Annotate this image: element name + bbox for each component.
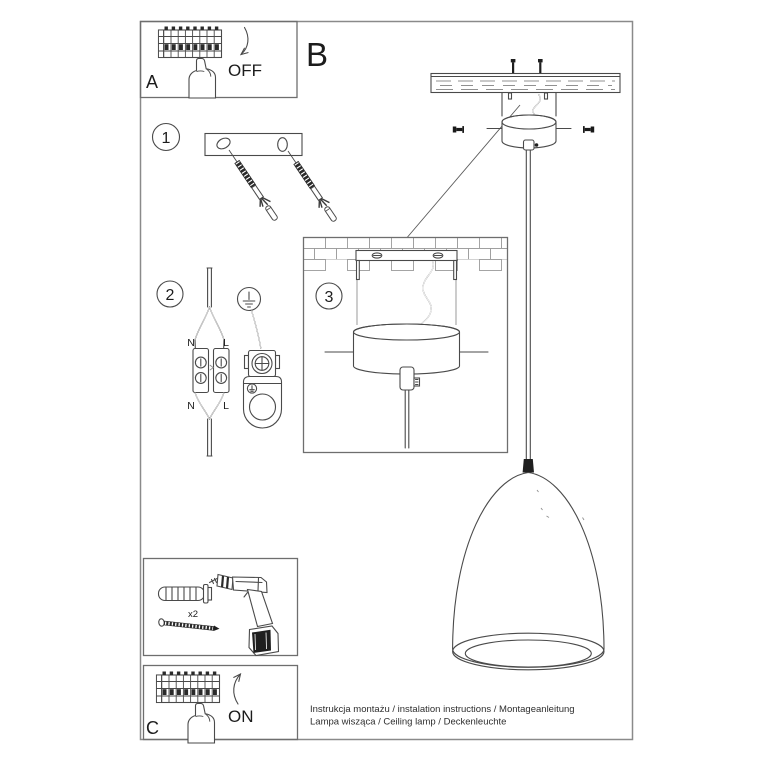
wire-label-l-top: L (223, 337, 229, 349)
footer-line-2: Lampa wisząca / Ceiling lamp / Deckenleu… (310, 717, 506, 728)
ceiling-bracket (355, 249, 458, 281)
canopy-bracket (501, 92, 557, 117)
panel-c-label: C (146, 718, 159, 738)
circuit-breaker-icon (157, 672, 220, 703)
cord-cap (522, 459, 534, 473)
step-3-border (302, 236, 509, 454)
section-b-label: B (306, 36, 328, 73)
panel-a-border (139, 20, 298, 99)
screw-anchor-left-icon (224, 147, 281, 223)
terminal-block (192, 347, 230, 394)
wire-label-n-bottom: N (187, 400, 195, 412)
page-frame (139, 20, 634, 741)
wire-label-n-top: N (187, 337, 195, 349)
pendant-cord (525, 149, 531, 461)
step-3-number: 3 (325, 289, 334, 306)
step-1-number: 1 (162, 130, 171, 147)
keyhole-slot-right (277, 137, 288, 152)
step-1-badge (151, 122, 181, 152)
panel-a-box: A OFF (139, 20, 298, 99)
panel-a-action-label: OFF (228, 61, 262, 80)
step-1: 1 (151, 122, 340, 224)
ground-symbol-icon (236, 286, 262, 312)
wood-beam (430, 72, 621, 94)
step-3-badge (315, 282, 343, 310)
keyhole-slot-left (216, 137, 231, 150)
curved-arrow-down-icon (239, 26, 249, 56)
lamp-shade (452, 459, 605, 671)
tools-box-border (142, 557, 299, 657)
wire-label-l-bottom: L (223, 400, 229, 412)
step-3: 3 (302, 236, 509, 454)
panel-c-box: C ON (142, 664, 299, 744)
cable-clamp (242, 349, 283, 429)
circuit-breaker-icon (159, 27, 222, 58)
side-screw-left-icon (452, 126, 464, 133)
canopy-b (486, 114, 572, 151)
step-2-number: 2 (166, 287, 175, 304)
panel-c-action-label: ON (228, 707, 254, 726)
supply-cable (194, 267, 225, 349)
pointing-hand-icon (187, 702, 216, 744)
footer: Instrukcja montażu / instalation instruc… (310, 704, 575, 728)
anchor-count-label: x2 (188, 609, 198, 620)
step-2: 2 N L N L (156, 267, 283, 457)
footer-line-1: Instrukcja montażu / instalation instruc… (310, 704, 575, 715)
panel-a-label: A (146, 72, 158, 92)
mounted-lamp-drawing (430, 59, 621, 671)
step-2-badge (156, 280, 184, 308)
tools-box: x2 (142, 557, 299, 657)
ceiling-screw-right-icon (538, 59, 543, 73)
ceiling-screw-left-icon (510, 59, 516, 73)
curved-arrow-up-icon (233, 672, 242, 705)
leader-line (404, 104, 521, 241)
canopy (324, 323, 489, 449)
wall-plug-icon (157, 583, 213, 604)
pointing-hand-icon (188, 57, 217, 99)
panel-c-border (142, 664, 299, 741)
lamp-cable (194, 391, 225, 457)
screw-anchor-right-icon (283, 148, 340, 224)
screw-icon (158, 618, 220, 631)
side-screw-right-icon (583, 126, 595, 133)
drill-icon (208, 573, 280, 657)
